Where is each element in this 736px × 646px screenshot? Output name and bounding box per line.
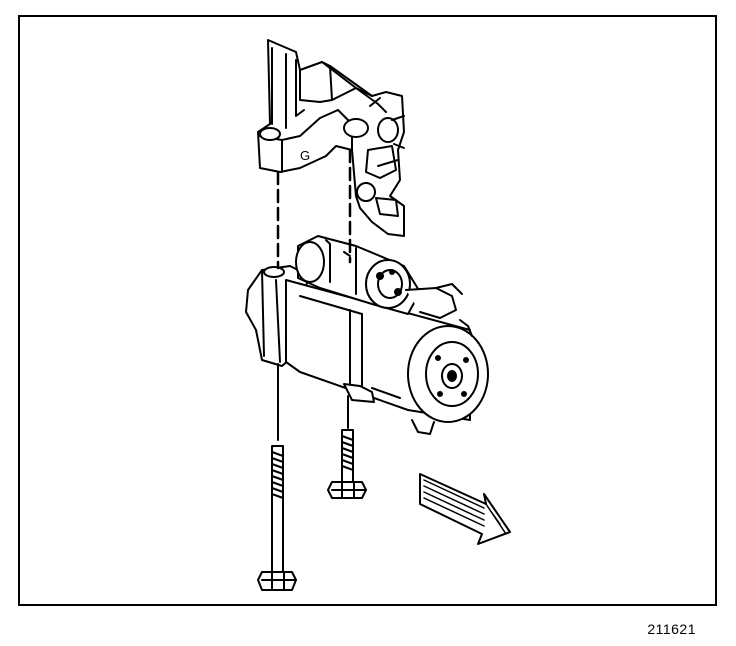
alignment-lines xyxy=(276,148,352,270)
bolt-guide-lines xyxy=(277,363,349,441)
long-mounting-bolt xyxy=(257,445,297,591)
figure-id-label: 211621 xyxy=(647,621,696,637)
direction-arrow xyxy=(419,473,511,545)
starter-motor xyxy=(245,235,489,435)
short-mounting-bolt xyxy=(327,429,367,499)
bracket-mark-label: G xyxy=(300,148,310,163)
engine-bracket xyxy=(257,39,405,237)
